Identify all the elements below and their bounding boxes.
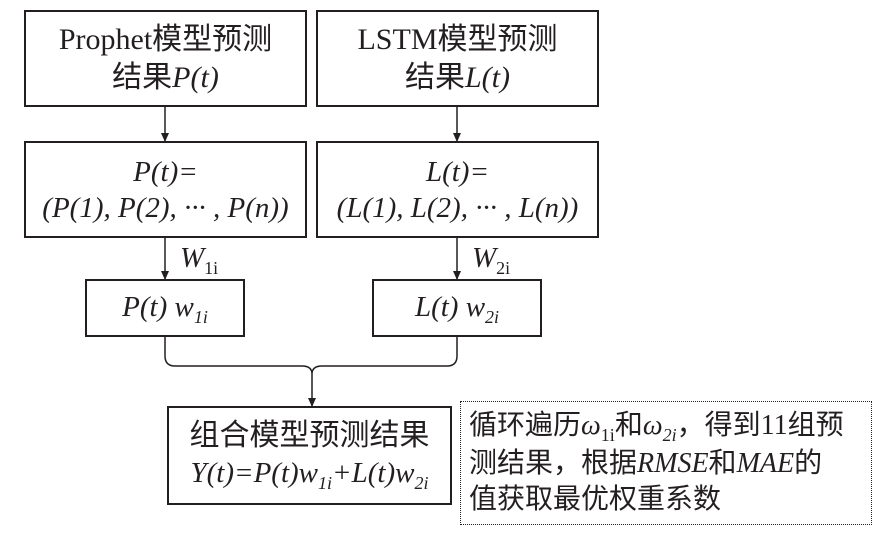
weight-label-w1: W1i [180, 242, 219, 278]
lstm-weighted-box: L(t) w2i [372, 279, 542, 337]
prophet-title: Prophet模型预测 [58, 22, 273, 56]
lstm-weighted-expr: L(t) w2i [414, 290, 500, 327]
lstm-sequence-values: (L(1), L(2), ··· , L(n)) [336, 191, 579, 224]
note-line-3: 值获取最优权重系数 [469, 484, 722, 515]
prophet-sequence-values: (P(1), P(2), ··· , P(n)) [42, 191, 289, 224]
prophet-result-label: 结果P(t) [112, 60, 219, 94]
note-line-2: 测结果，根据RMSE和MAE的 [469, 448, 823, 479]
combined-equation: Y(t)=P(t)w1i+L(t)w2i [190, 457, 429, 493]
lstm-sequence-box: L(t)= (L(1), L(2), ··· , L(n)) [316, 141, 599, 238]
prophet-weighted-expr: P(t) w1i [122, 290, 208, 327]
note-line-1: 循环遍历ω1i和ω2i，得到11组预 [469, 410, 844, 445]
prophet-sequence-head: P(t)= [133, 155, 198, 188]
prophet-result-box: Prophet模型预测 结果P(t) [24, 10, 307, 107]
note-box: 循环遍历ω1i和ω2i，得到11组预 测结果，根据RMSE和MAE的 值获取最优… [460, 401, 872, 525]
lstm-result-label: 结果L(t) [405, 60, 510, 94]
lstm-result-box: LSTM模型预测 结果L(t) [316, 10, 599, 107]
combined-title: 组合模型预测结果 [189, 419, 430, 452]
lstm-sequence-head: L(t)= [425, 155, 490, 188]
weight-label-w2: W2i [472, 242, 511, 278]
prophet-weighted-box: P(t) w1i [85, 279, 245, 337]
lstm-title: LSTM模型预测 [357, 22, 558, 56]
prophet-sequence-box: P(t)= (P(1), P(2), ··· , P(n)) [24, 141, 307, 238]
combined-result-box: 组合模型预测结果 Y(t)=P(t)w1i+L(t)w2i [167, 406, 452, 505]
merge-bracket [164, 337, 458, 375]
